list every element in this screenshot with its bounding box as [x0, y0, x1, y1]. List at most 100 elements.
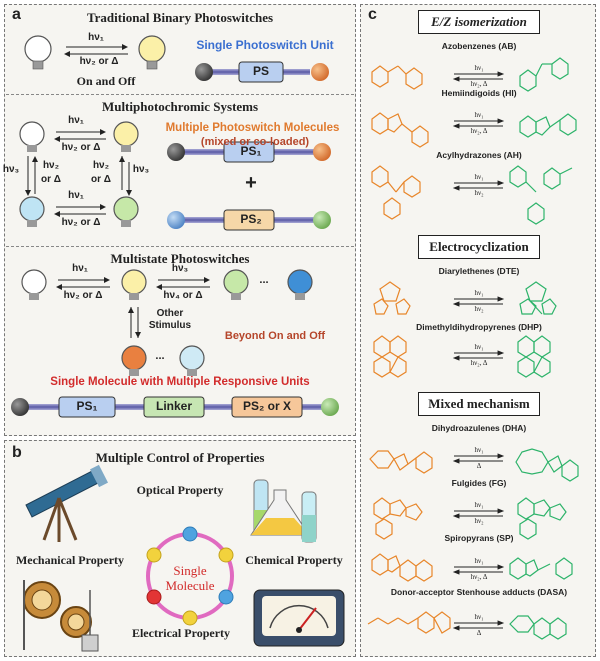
s2-arrow-top-1: hν₁: [68, 115, 84, 126]
ab-hv2: hν₂, Δ: [470, 80, 488, 88]
s3-ps1: PS₁: [76, 399, 98, 413]
bulb-blue-3: [287, 269, 313, 300]
s3-beyond: Beyond On and Off: [224, 330, 326, 342]
dhp-hv2: hν₂, Δ: [470, 359, 488, 367]
bulb-off-2: [19, 121, 45, 152]
s3-single: Single Molecule with Multiple Responsive…: [50, 376, 310, 388]
s1-on-off: On and Off: [76, 74, 136, 88]
s2-ord-left: or Δ: [41, 174, 61, 185]
ah-hv2: hν₂: [474, 189, 484, 197]
bulb-yellow-2: [113, 121, 139, 152]
s2-hv2-left: hν₂: [42, 160, 60, 171]
s2-plus: +: [245, 172, 257, 194]
dha-right: [515, 448, 579, 482]
bulb-yellow-3: [121, 269, 147, 300]
dte-hv2: hν₂: [474, 305, 484, 313]
s2-arrow-bot-2: hν₂ or Δ: [61, 217, 101, 228]
molecule-ring: [146, 526, 234, 626]
rxn-fg: Fulgides (FG): [451, 478, 507, 488]
ah-hv1: hν₁: [474, 173, 484, 181]
sp-left: [371, 553, 433, 582]
s2-ps2: PS₂: [240, 212, 262, 226]
header-mixed-text: Mixed mechanism: [428, 396, 530, 411]
header-mixed: Mixed mechanism: [418, 392, 540, 416]
bulb-lightblue-3: [179, 345, 205, 376]
fg-hv2: hν₂: [474, 517, 484, 525]
s3-other: Other: [156, 308, 184, 319]
s3-hv4: hν₄ or Δ: [163, 290, 203, 301]
dasa-right: [509, 615, 567, 640]
molecule-label: Molecule: [165, 578, 215, 593]
electrical-label: Electrical Property: [131, 626, 231, 640]
s3-linker: Linker: [155, 399, 192, 413]
header-electro: Electrocyclization: [418, 235, 540, 259]
rxn-dha: Dihydroazulenes (DHA): [431, 423, 527, 433]
sec1-title: Traditional Binary Photoswitches: [86, 10, 274, 25]
s2-ps1: PS₁: [240, 144, 262, 158]
rxn-hi: Hemiindigoids (HI): [441, 88, 517, 98]
telescope-icon: [25, 464, 108, 542]
bulb-orange-3: [121, 345, 147, 376]
panel-c-letter: c: [368, 6, 377, 23]
s3-arrow-bot-1: hν₂ or Δ: [63, 290, 103, 301]
panel-b-title: Multiple Control of Properties: [95, 450, 265, 465]
ab-left: [371, 65, 423, 90]
ah-right: [509, 165, 573, 225]
fg-left: [373, 497, 423, 540]
sp-hv1: hν₁: [474, 557, 484, 565]
s2-hv2-right: hν₂: [92, 160, 110, 171]
rxn-arrows: [452, 71, 505, 631]
dhp-right: [517, 335, 551, 378]
panel-a-letter: a: [12, 6, 21, 23]
panel-c-molecules: [367, 57, 579, 640]
s1-arrow-bot: hν₂ or Δ: [79, 56, 119, 67]
s2-hv3-left: hν₃: [2, 164, 20, 175]
sp-right: [509, 557, 573, 580]
header-electro-text: Electrocyclization: [429, 239, 529, 254]
dte-right: [519, 281, 557, 315]
s1-arrow-top: hν₁: [88, 32, 104, 43]
optical-label: Optical Property: [136, 483, 224, 497]
pulley-icon: [23, 580, 99, 652]
panel-a-graphics: [11, 35, 339, 418]
header-ez: E/Z isomerization: [418, 10, 540, 34]
bulb-green-3: [223, 269, 249, 300]
ah-left: [371, 165, 421, 220]
dha-delta: Δ: [476, 462, 482, 470]
dasa-delta: Δ: [476, 629, 482, 637]
hi-hv2: hν₂, Δ: [470, 127, 488, 135]
bulb-yellow-1: [138, 35, 166, 70]
rxn-sp: Spiropyrans (SP): [444, 533, 514, 543]
chemical-label: Chemical Property: [245, 553, 343, 567]
s3-dots-1: ...: [259, 274, 269, 286]
sp-hv2: hν₂, Δ: [470, 573, 488, 581]
panel-b-graphics: [23, 464, 345, 652]
s3-dots-2: ...: [155, 350, 165, 362]
rxn-ah: Acylhydrazones (AH): [436, 150, 522, 160]
bulb-off-3: [21, 269, 47, 300]
mechanical-label: Mechanical Property: [15, 553, 125, 567]
header-ez-text: E/Z isomerization: [431, 14, 527, 29]
s2-arrow-bot-1: hν₂ or Δ: [61, 142, 101, 153]
rxn-dte: Diarylethenes (DTE): [438, 266, 520, 276]
divider-a2: [6, 246, 354, 247]
rxn-dhp: Dimethyldihydropyrenes (DHP): [416, 322, 542, 332]
s1-ps: PS: [252, 64, 269, 78]
s2-mixed-text: mixed or co-loaded: [204, 136, 306, 148]
dasa-hv1: hν₁: [474, 613, 484, 621]
hi-left: [371, 112, 429, 148]
dte-left: [373, 281, 411, 315]
s3-ps2x: PS₂ or X: [242, 399, 291, 413]
s2-arrow-top-2: hν₁: [68, 190, 84, 201]
s2-ord-right: or Δ: [91, 174, 111, 185]
hi-right: [519, 113, 577, 138]
s3-arrow-top-1: hν₁: [72, 263, 88, 274]
s2-hv3-right: hν₃: [132, 164, 150, 175]
fg-right: [517, 497, 567, 540]
dasa-left: [367, 611, 451, 634]
s1-unit: Single Photoswitch Unit: [196, 38, 334, 52]
meter-icon: [253, 589, 345, 647]
hi-hv1: hν₁: [474, 111, 484, 119]
single-label: Single: [173, 563, 207, 578]
s2-multi: Multiple Photoswitch Molecules: [165, 122, 340, 134]
